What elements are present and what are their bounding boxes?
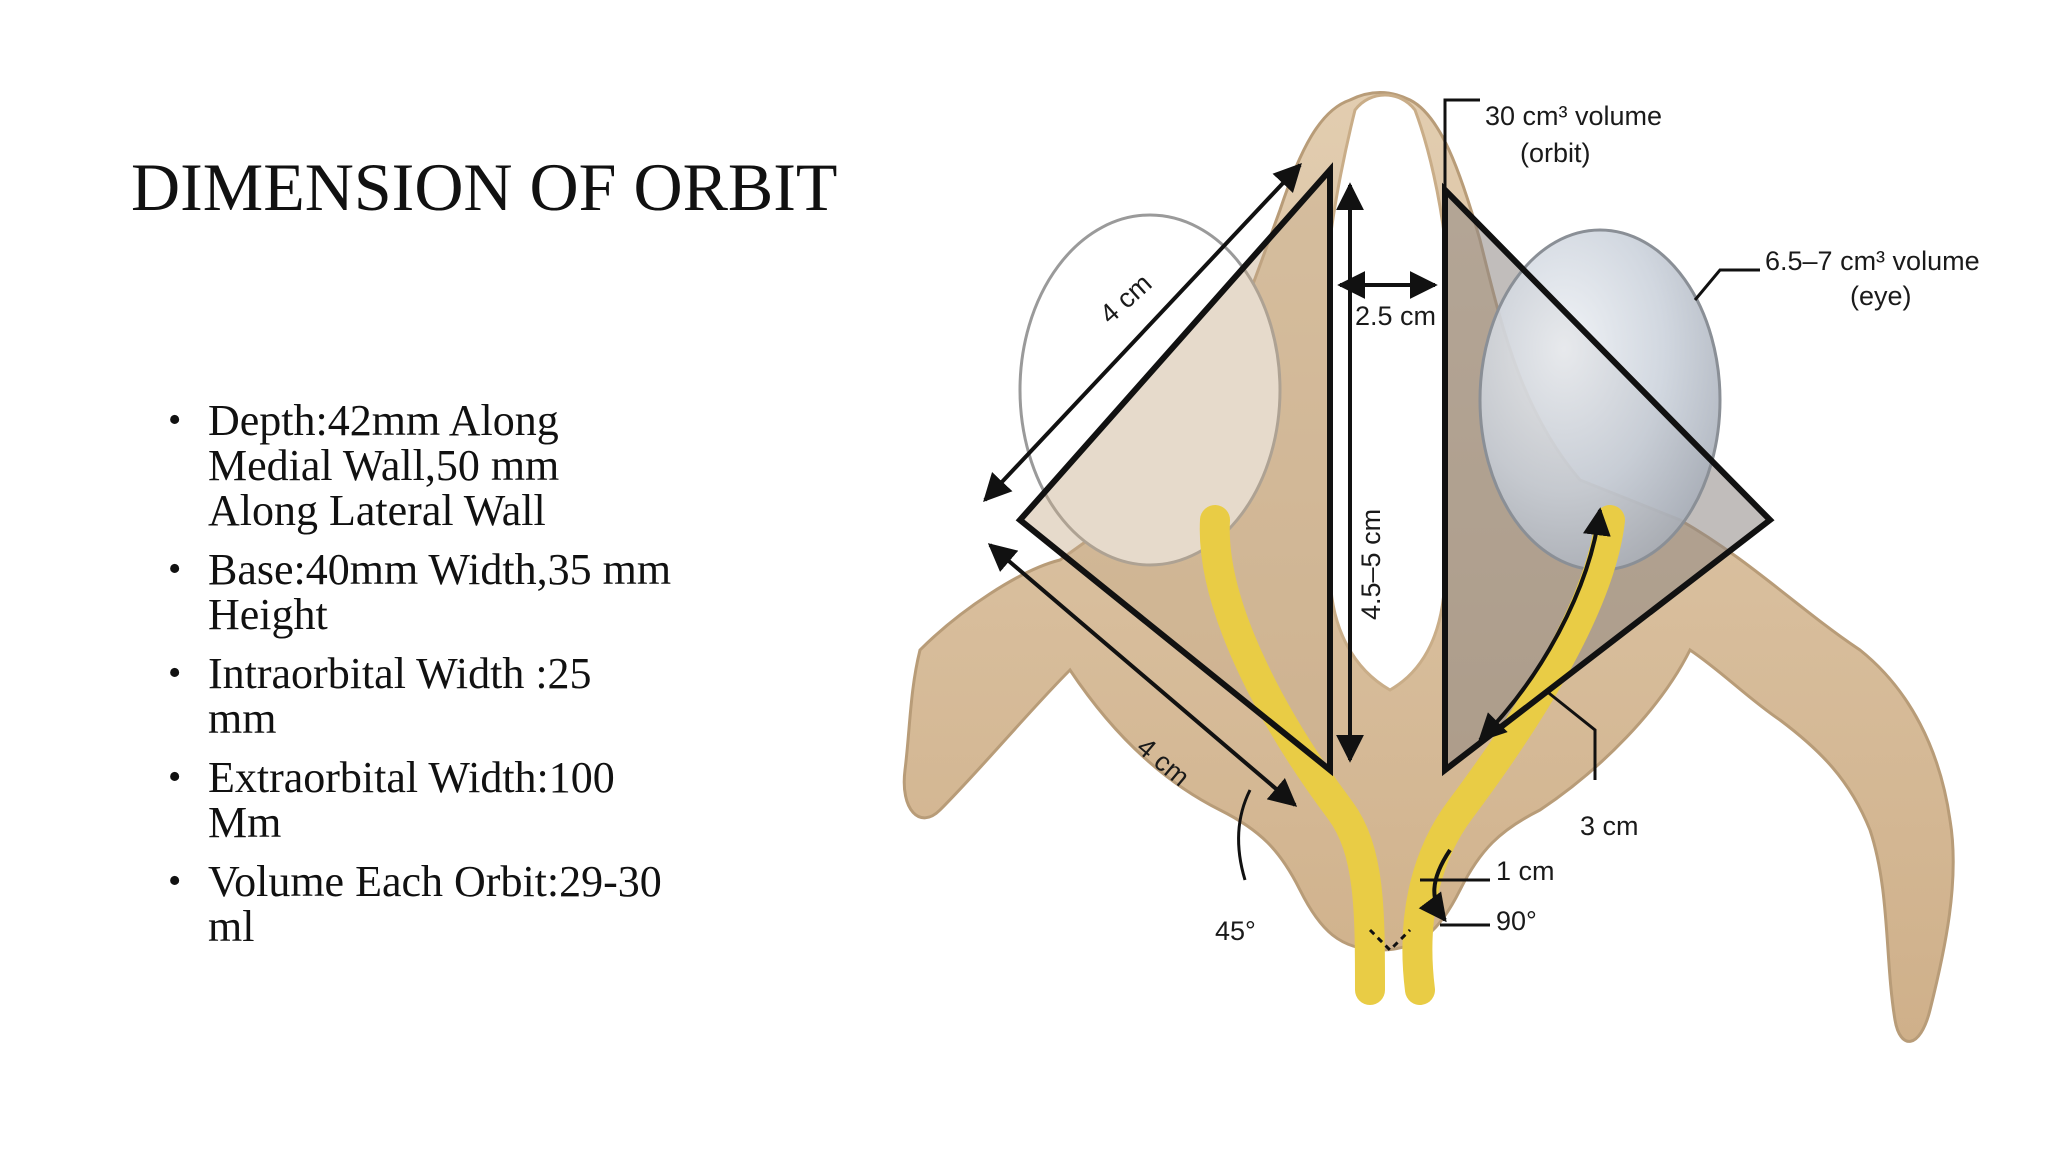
- bullet-icon: •: [168, 652, 182, 694]
- label-interorbital: 2.5 cm: [1355, 301, 1436, 331]
- bullet-line: Depth:42mm Along: [208, 396, 559, 445]
- bullet-line: ml: [208, 902, 255, 951]
- bullet-item-extraorbital-width: • Extraorbital Width:100 Mm: [168, 755, 728, 845]
- bullet-line: Height: [208, 590, 328, 639]
- bullet-line: Base:40mm Width,35 mm: [208, 545, 672, 594]
- bullet-item-intraorbital-width: • Intraorbital Width :25 mm: [168, 651, 728, 741]
- slide-title: DIMENSION OF ORBIT: [131, 149, 838, 225]
- left-angle-arc: [1237, 789, 1252, 881]
- label-height: 4.5–5 cm: [1356, 509, 1386, 620]
- bullet-item-depth: • Depth:42mm Along Medial Wall,50 mm Alo…: [168, 398, 728, 533]
- bullet-line: Volume Each Orbit:29-30: [208, 857, 662, 906]
- nasal-bone: [1328, 93, 1447, 692]
- canal-arc-arrow: [1418, 848, 1452, 923]
- bullet-icon: •: [168, 399, 182, 441]
- label-orbit-volume-1: 30 cm³ volume: [1485, 101, 1662, 131]
- bullet-icon: •: [168, 548, 182, 590]
- optic-nerve-leader: [1544, 688, 1597, 780]
- bullet-line: Extraorbital Width:100: [208, 753, 615, 802]
- orbit-volume-leader: [1443, 98, 1480, 260]
- label-right-angle: 90°: [1496, 906, 1537, 936]
- optic-nerve-arrow: [1478, 507, 1611, 742]
- label-canal: 1 cm: [1496, 856, 1555, 886]
- eye-volume-leader: [1693, 268, 1760, 301]
- bullet-line: mm: [208, 694, 277, 743]
- bullet-line: Along Lateral Wall: [208, 486, 546, 535]
- bullet-icon: •: [168, 756, 182, 798]
- label-left-angle: 45°: [1215, 916, 1256, 946]
- bullet-item-base: • Base:40mm Width,35 mm Height: [168, 547, 728, 637]
- bottom-left-edge-arrow: [987, 543, 1298, 807]
- label-eye-volume-2: (eye): [1850, 281, 1912, 311]
- label-orbit-volume-2: (orbit): [1520, 138, 1591, 168]
- top-left-edge-arrow: [983, 162, 1302, 503]
- bullet-line: Intraorbital Width :25: [208, 649, 592, 698]
- bullet-item-volume: • Volume Each Orbit:29-30 ml: [168, 859, 728, 949]
- bullet-line: Mm: [208, 798, 282, 847]
- label-optic-nerve: 3 cm: [1580, 811, 1639, 841]
- bullet-icon: •: [168, 860, 182, 902]
- bullet-list: • Depth:42mm Along Medial Wall,50 mm Alo…: [168, 398, 728, 963]
- right-angle-mark: [1368, 928, 1412, 953]
- label-eye-volume-1: 6.5–7 cm³ volume: [1765, 246, 1980, 276]
- orbit-diagram: 30 cm³ volume (orbit) 6.5–7 cm³ volume (…: [902, 91, 1980, 1043]
- bullet-line: Medial Wall,50 mm: [208, 441, 560, 490]
